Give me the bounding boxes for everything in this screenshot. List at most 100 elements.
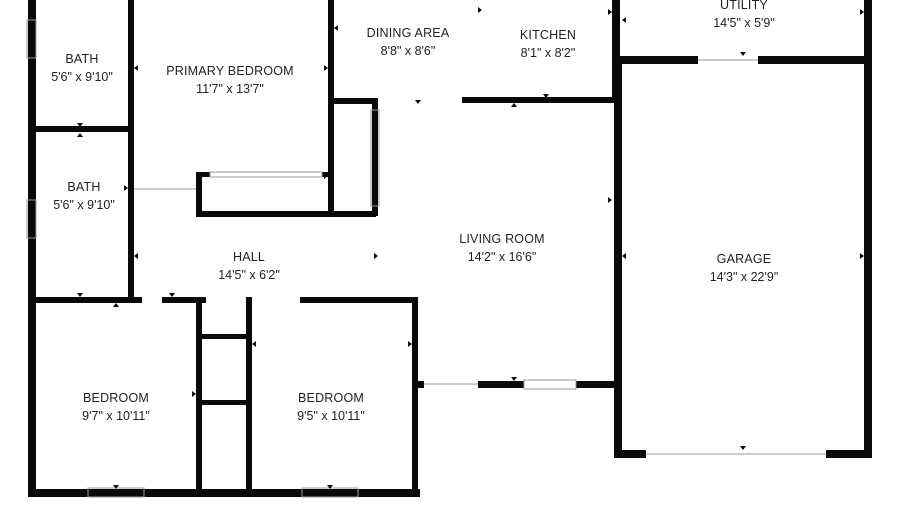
wall-closet-primary-top-r [322,172,334,177]
room-name: HALL [232,250,266,264]
wall-living-bottom-b [478,381,524,388]
wall-garage-right [864,0,872,458]
wall-dining-side [372,98,378,216]
room-name: PRIMARY BEDROOM [166,64,294,78]
room-label-living-room: LIVING ROOM 14'2" x 16'6" [459,230,545,266]
room-label-bedroom-left: BEDROOM 9'7" x 10'11" [82,389,150,425]
wall-bath-separator [30,126,134,132]
room-name: LIVING ROOM [459,232,545,246]
marker [30,215,34,221]
room-name: DINING AREA [366,26,450,40]
room-dimensions: 8'1" x 8'2" [520,46,576,60]
wall-living-bottom-c [576,381,620,388]
wall-hall-bottom-mid [162,297,206,303]
wall-kitchen-right [612,0,620,100]
marker [622,253,626,259]
wall-garage-top-left [614,56,698,64]
wall-bedroom-right [412,297,418,497]
room-label-dining-area: DINING AREA 8'8" x 8'6" [367,24,450,60]
room-name: BATH [65,52,99,66]
marker [408,341,412,347]
walls [28,0,872,497]
window-primary-closet [209,171,323,178]
marker [169,293,175,297]
marker [77,133,83,137]
marker [478,7,482,13]
wall-garage-bottom-right [826,450,872,458]
marker [192,391,196,397]
wall-closet-primary-top [196,172,210,177]
room-dimensions: 14'3" x 22'9" [709,270,779,284]
room-dimensions: 5'6" x 9'10" [51,70,113,84]
marker [77,123,83,127]
marker [740,52,746,56]
marker [374,253,378,259]
wall-closet-left [196,297,202,497]
room-label-hall: HALL 14'5" x 6'2" [218,248,280,284]
marker [608,9,612,15]
marker [134,65,138,71]
wall-dining-bottom-left [332,98,378,104]
marker [543,94,549,98]
wall-outer-left [28,0,36,497]
wall-closet-divider-2 [196,400,252,405]
room-dimensions: 5'6" x 9'10" [53,198,115,212]
room-name: BEDROOM [297,391,364,405]
room-dimensions: 14'2" x 16'6" [467,250,537,264]
marker [860,253,864,259]
window-bath-top [26,19,37,59]
marker [740,446,746,450]
room-dimensions: 9'5" x 10'11" [297,409,365,423]
marker [511,377,517,381]
marker [324,65,328,71]
wall-garage-top-right [758,56,872,64]
window-bath-mid [26,199,37,239]
marker [327,485,333,489]
room-dimensions: 14'5" x 5'9" [713,16,775,30]
room-label-bath-top: BATH 5'6" x 9'10" [51,50,113,86]
marker [252,341,256,347]
room-dimensions: 14'5" x 6'2" [218,268,280,282]
wall-garage-bottom-left [614,450,646,458]
wall-living-bottom-a [412,381,424,388]
door-markers [30,7,864,489]
marker [860,9,864,15]
wall-primary-right [328,0,334,216]
room-label-garage: GARAGE 14'3" x 22'9" [710,250,779,286]
marker [113,485,119,489]
marker [511,103,517,107]
window-dining [370,109,380,207]
marker [77,293,83,297]
wall-hall-bottom-right [300,297,418,303]
room-name: UTILITY [720,0,768,12]
room-label-kitchen: KITCHEN 8'1" x 8'2" [520,26,576,62]
marker [113,303,119,307]
room-name: KITCHEN [519,28,577,42]
wall-closet-divider-1 [196,334,252,339]
wall-outer-bottom [28,489,420,497]
windows [26,19,826,498]
room-dimensions: 9'7" x 10'11" [82,409,150,423]
wall-garage-left [614,56,622,458]
wall-bath-partition [128,0,134,300]
room-label-primary-bedroom: PRIMARY BEDROOM 11'7" x 13'7" [166,62,294,98]
marker [124,185,128,191]
marker [334,25,338,31]
room-label-utility: UTILITY 14'5" x 5'9" [713,0,775,32]
room-dimensions: 11'7" x 13'7" [196,82,264,96]
wall-closet-primary-bottom [196,211,376,217]
marker [608,197,612,203]
room-name: BATH [67,180,101,194]
room-label-bath-mid: BATH 5'6" x 9'10" [53,178,115,214]
window-living [523,379,577,390]
wall-closet-primary-left [196,172,202,217]
marker [30,35,34,41]
room-name: BEDROOM [82,391,149,405]
marker [324,173,328,179]
room-dimensions: 8'8" x 8'6" [380,44,436,58]
room-label-bedroom-right: BEDROOM 9'5" x 10'11" [297,389,365,425]
marker [134,253,138,259]
marker [622,17,626,23]
marker [415,100,421,104]
